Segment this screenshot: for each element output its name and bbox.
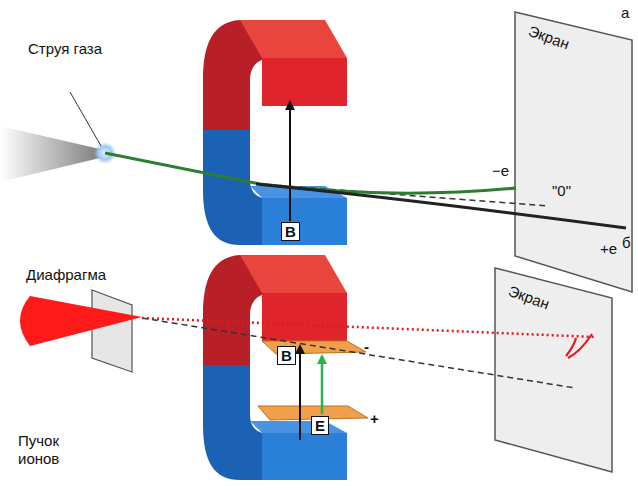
undeflected-path: [142, 318, 575, 388]
ion-beam: [20, 296, 142, 346]
field-arrow: [299, 346, 301, 440]
magnet: [203, 20, 347, 245]
part-label: Пучок ионов: [18, 432, 82, 468]
zero-label: "0": [552, 182, 571, 200]
part-label: Диафрагма: [26, 266, 106, 284]
parabola-trace: [566, 334, 592, 358]
charge-label: +e: [600, 240, 617, 258]
deflected-path: [142, 318, 595, 337]
panel-letter: б: [622, 234, 631, 252]
diaphragm: [92, 290, 132, 372]
polarity-sign: -: [364, 338, 369, 356]
panel-letter: а: [621, 4, 629, 22]
field-label: E: [311, 416, 329, 435]
magnet: [203, 255, 347, 480]
leader-line: [70, 92, 101, 146]
screen: [515, 12, 632, 292]
gas-jet: [0, 126, 104, 182]
electron-path: [105, 153, 516, 193]
field-arrow: [321, 356, 324, 414]
field-label: B: [281, 222, 300, 241]
callout-label: Струя газа: [28, 40, 108, 58]
field-label: B: [277, 346, 296, 365]
screen: [495, 268, 612, 472]
field-arrow: [289, 102, 291, 221]
polarity-sign: +: [370, 410, 379, 428]
charge-label: −e: [492, 162, 509, 180]
